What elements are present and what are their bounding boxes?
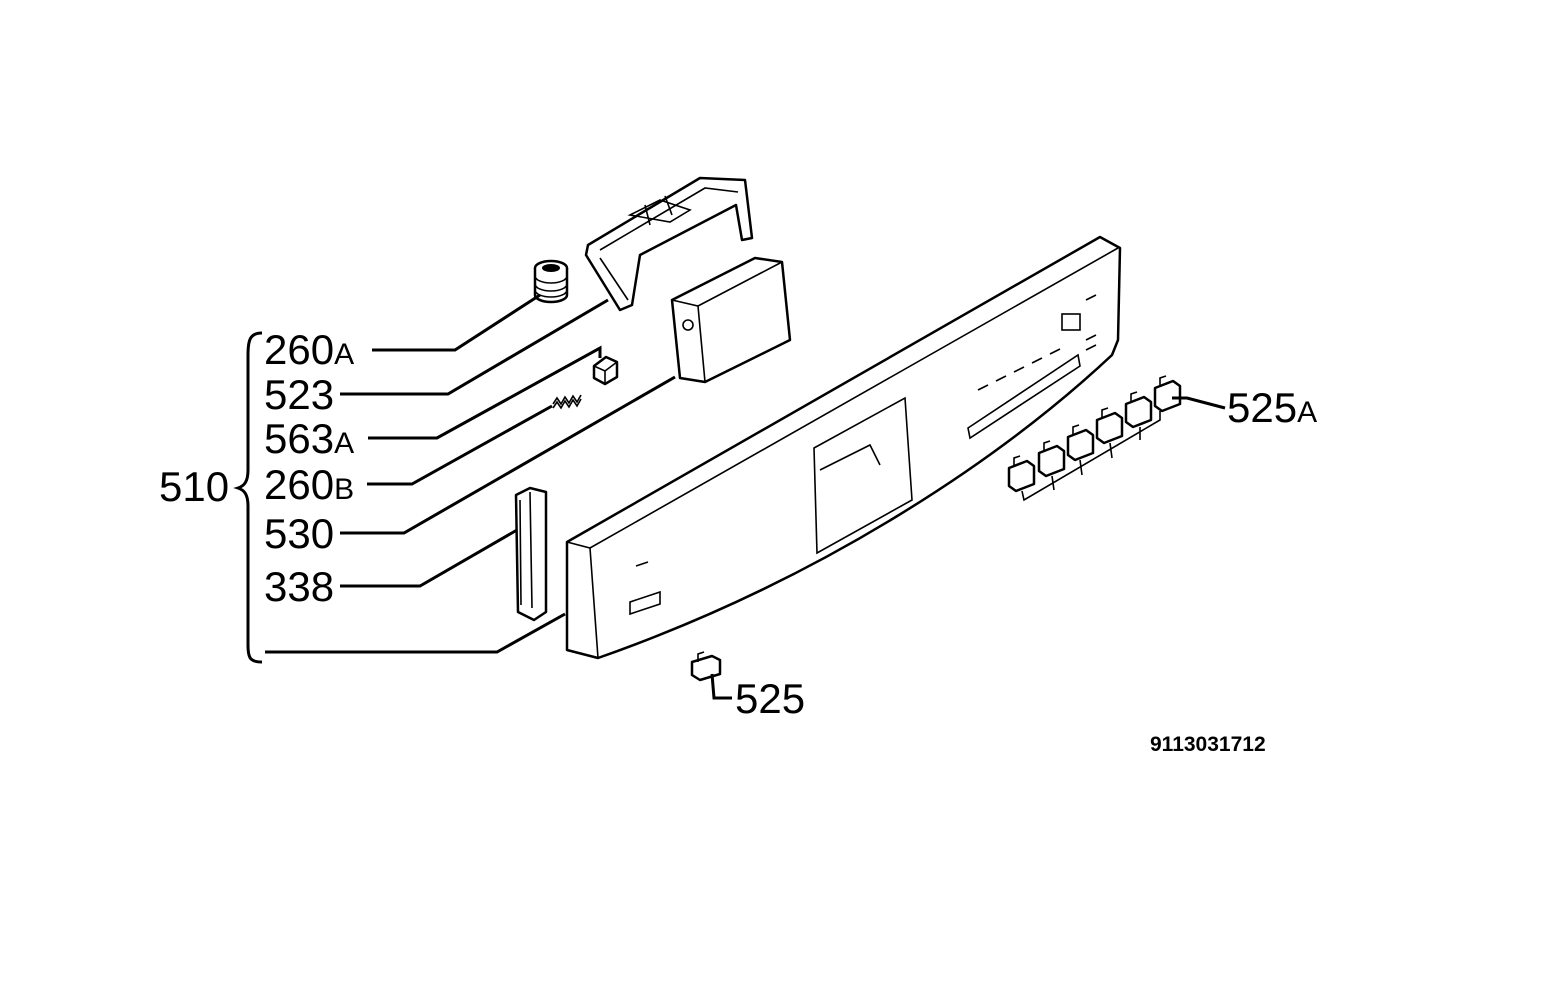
label-525a: 525A bbox=[1227, 384, 1317, 431]
leader-530 bbox=[340, 375, 676, 535]
dispenser-bracket-part bbox=[584, 176, 754, 312]
label-260b: 260B bbox=[264, 461, 354, 508]
group-brace bbox=[233, 331, 263, 664]
push-button-6 bbox=[1153, 375, 1182, 413]
control-panel-part bbox=[565, 235, 1122, 660]
label-525: 525 bbox=[735, 675, 805, 722]
label-530: 530 bbox=[264, 510, 334, 557]
vertical-strip-part bbox=[514, 486, 548, 622]
leader-563a bbox=[368, 345, 602, 440]
leader-525 bbox=[710, 673, 732, 700]
label-260b-num: 260 bbox=[264, 461, 334, 508]
leader-523 bbox=[340, 298, 609, 396]
push-buttons-part bbox=[1007, 375, 1182, 502]
small-plug-part bbox=[592, 355, 619, 386]
label-525a-num: 525 bbox=[1227, 384, 1297, 431]
push-button-4 bbox=[1095, 407, 1124, 445]
label-523: 523 bbox=[264, 371, 334, 418]
push-button-3 bbox=[1066, 424, 1095, 462]
leader-260b bbox=[367, 404, 553, 486]
label-260b-suffix: B bbox=[334, 473, 354, 506]
push-button-2 bbox=[1037, 440, 1066, 478]
push-button-5 bbox=[1124, 391, 1153, 429]
leader-338 bbox=[340, 528, 518, 588]
label-260a: 260A bbox=[264, 326, 354, 373]
label-338: 338 bbox=[264, 563, 334, 610]
label-563a: 563A bbox=[264, 415, 354, 462]
leader-260a bbox=[372, 293, 541, 352]
knob-cap-part bbox=[533, 259, 569, 304]
label-260a-num: 260 bbox=[264, 326, 334, 373]
button-housing-part bbox=[670, 256, 792, 384]
single-push-button-part bbox=[690, 651, 722, 682]
drawing-code: 9113031712 bbox=[1150, 733, 1266, 756]
spring-part bbox=[552, 394, 582, 410]
leader-panel bbox=[265, 612, 566, 654]
label-group: 510 bbox=[159, 463, 229, 510]
label-525a-suffix: A bbox=[1297, 396, 1317, 429]
leader-525a bbox=[1172, 396, 1226, 410]
label-260a-suffix: A bbox=[334, 338, 354, 371]
label-563a-num: 563 bbox=[264, 415, 334, 462]
push-button-1 bbox=[1007, 455, 1036, 493]
label-563a-suffix: A bbox=[334, 427, 354, 460]
